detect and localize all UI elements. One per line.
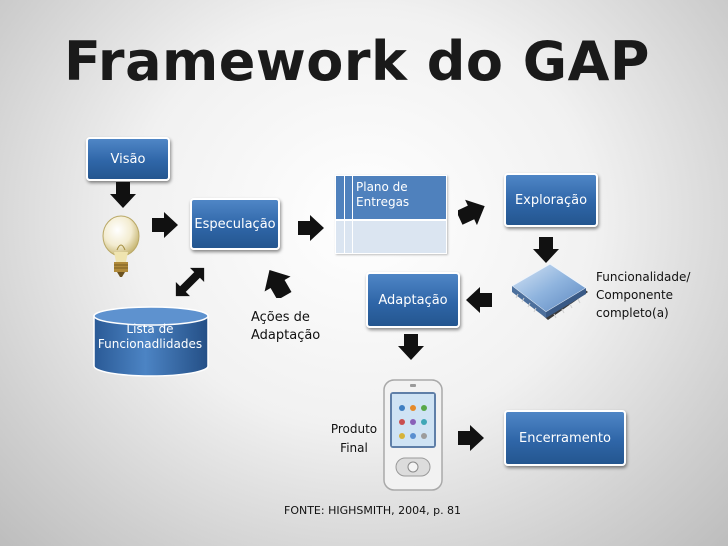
acoes-line-1: Ações de	[251, 310, 310, 325]
func-line-3: completo(a)	[596, 306, 669, 320]
produto-line-1: Produto	[330, 422, 378, 436]
arrow-right-icon	[458, 425, 484, 451]
arrow-down-icon	[398, 334, 424, 360]
lista-line-1: Lista de	[126, 322, 174, 336]
acoes-de-adaptacao-label: Ações de Adaptação	[251, 309, 320, 345]
source-label: FONTE: HIGHSMITH, 2004, p. 81	[284, 504, 462, 517]
adaptacao-box: Adaptação	[366, 272, 460, 328]
arrow-down-icon	[533, 237, 559, 263]
especulacao-box: Especulação	[190, 198, 280, 250]
arrow-left-icon	[466, 287, 492, 313]
arrow-right-icon	[298, 215, 324, 241]
phone-icon	[383, 379, 443, 491]
arrow-down-icon	[110, 182, 136, 208]
funcionalidade-componente-label: Funcionalidade/ Componente completo(a)	[596, 268, 690, 322]
produto-final-label: Produto Final	[330, 420, 378, 458]
acoes-line-2: Adaptação	[251, 328, 321, 343]
plano-line-1: Plano de	[356, 180, 408, 194]
lista-line-2: Funcionadlidades	[97, 337, 203, 351]
especulacao-label: Especulação	[194, 216, 276, 232]
visao-box: Visão	[86, 137, 170, 181]
lista-de-funcionalidades-label: Lista de Funcionadlidades	[92, 322, 208, 352]
func-line-2: Componente	[596, 288, 674, 302]
database-icon	[93, 306, 209, 377]
chip-icon	[511, 263, 588, 320]
plano-de-entregas-table: Plano de Entregas	[335, 175, 447, 254]
encerramento-label: Encerramento	[519, 430, 611, 446]
func-line-1: Funcionalidade/	[596, 270, 691, 284]
exploracao-label: Exploração	[514, 192, 588, 208]
double-arrow-icon	[175, 267, 205, 297]
adaptacao-label: Adaptação	[378, 292, 448, 308]
exploracao-box: Exploração	[504, 173, 598, 227]
arrow-right-icon	[152, 212, 178, 238]
lightbulb-icon	[102, 215, 140, 277]
plano-line-2: Entregas	[356, 195, 410, 209]
arrow-right-up-icon	[458, 199, 485, 226]
encerramento-box: Encerramento	[504, 410, 626, 466]
produto-line-2: Final	[340, 441, 368, 455]
arrow-up-left-icon	[264, 270, 292, 298]
visao-label: Visão	[110, 151, 146, 167]
page-title: Framework do GAP	[64, 30, 650, 93]
